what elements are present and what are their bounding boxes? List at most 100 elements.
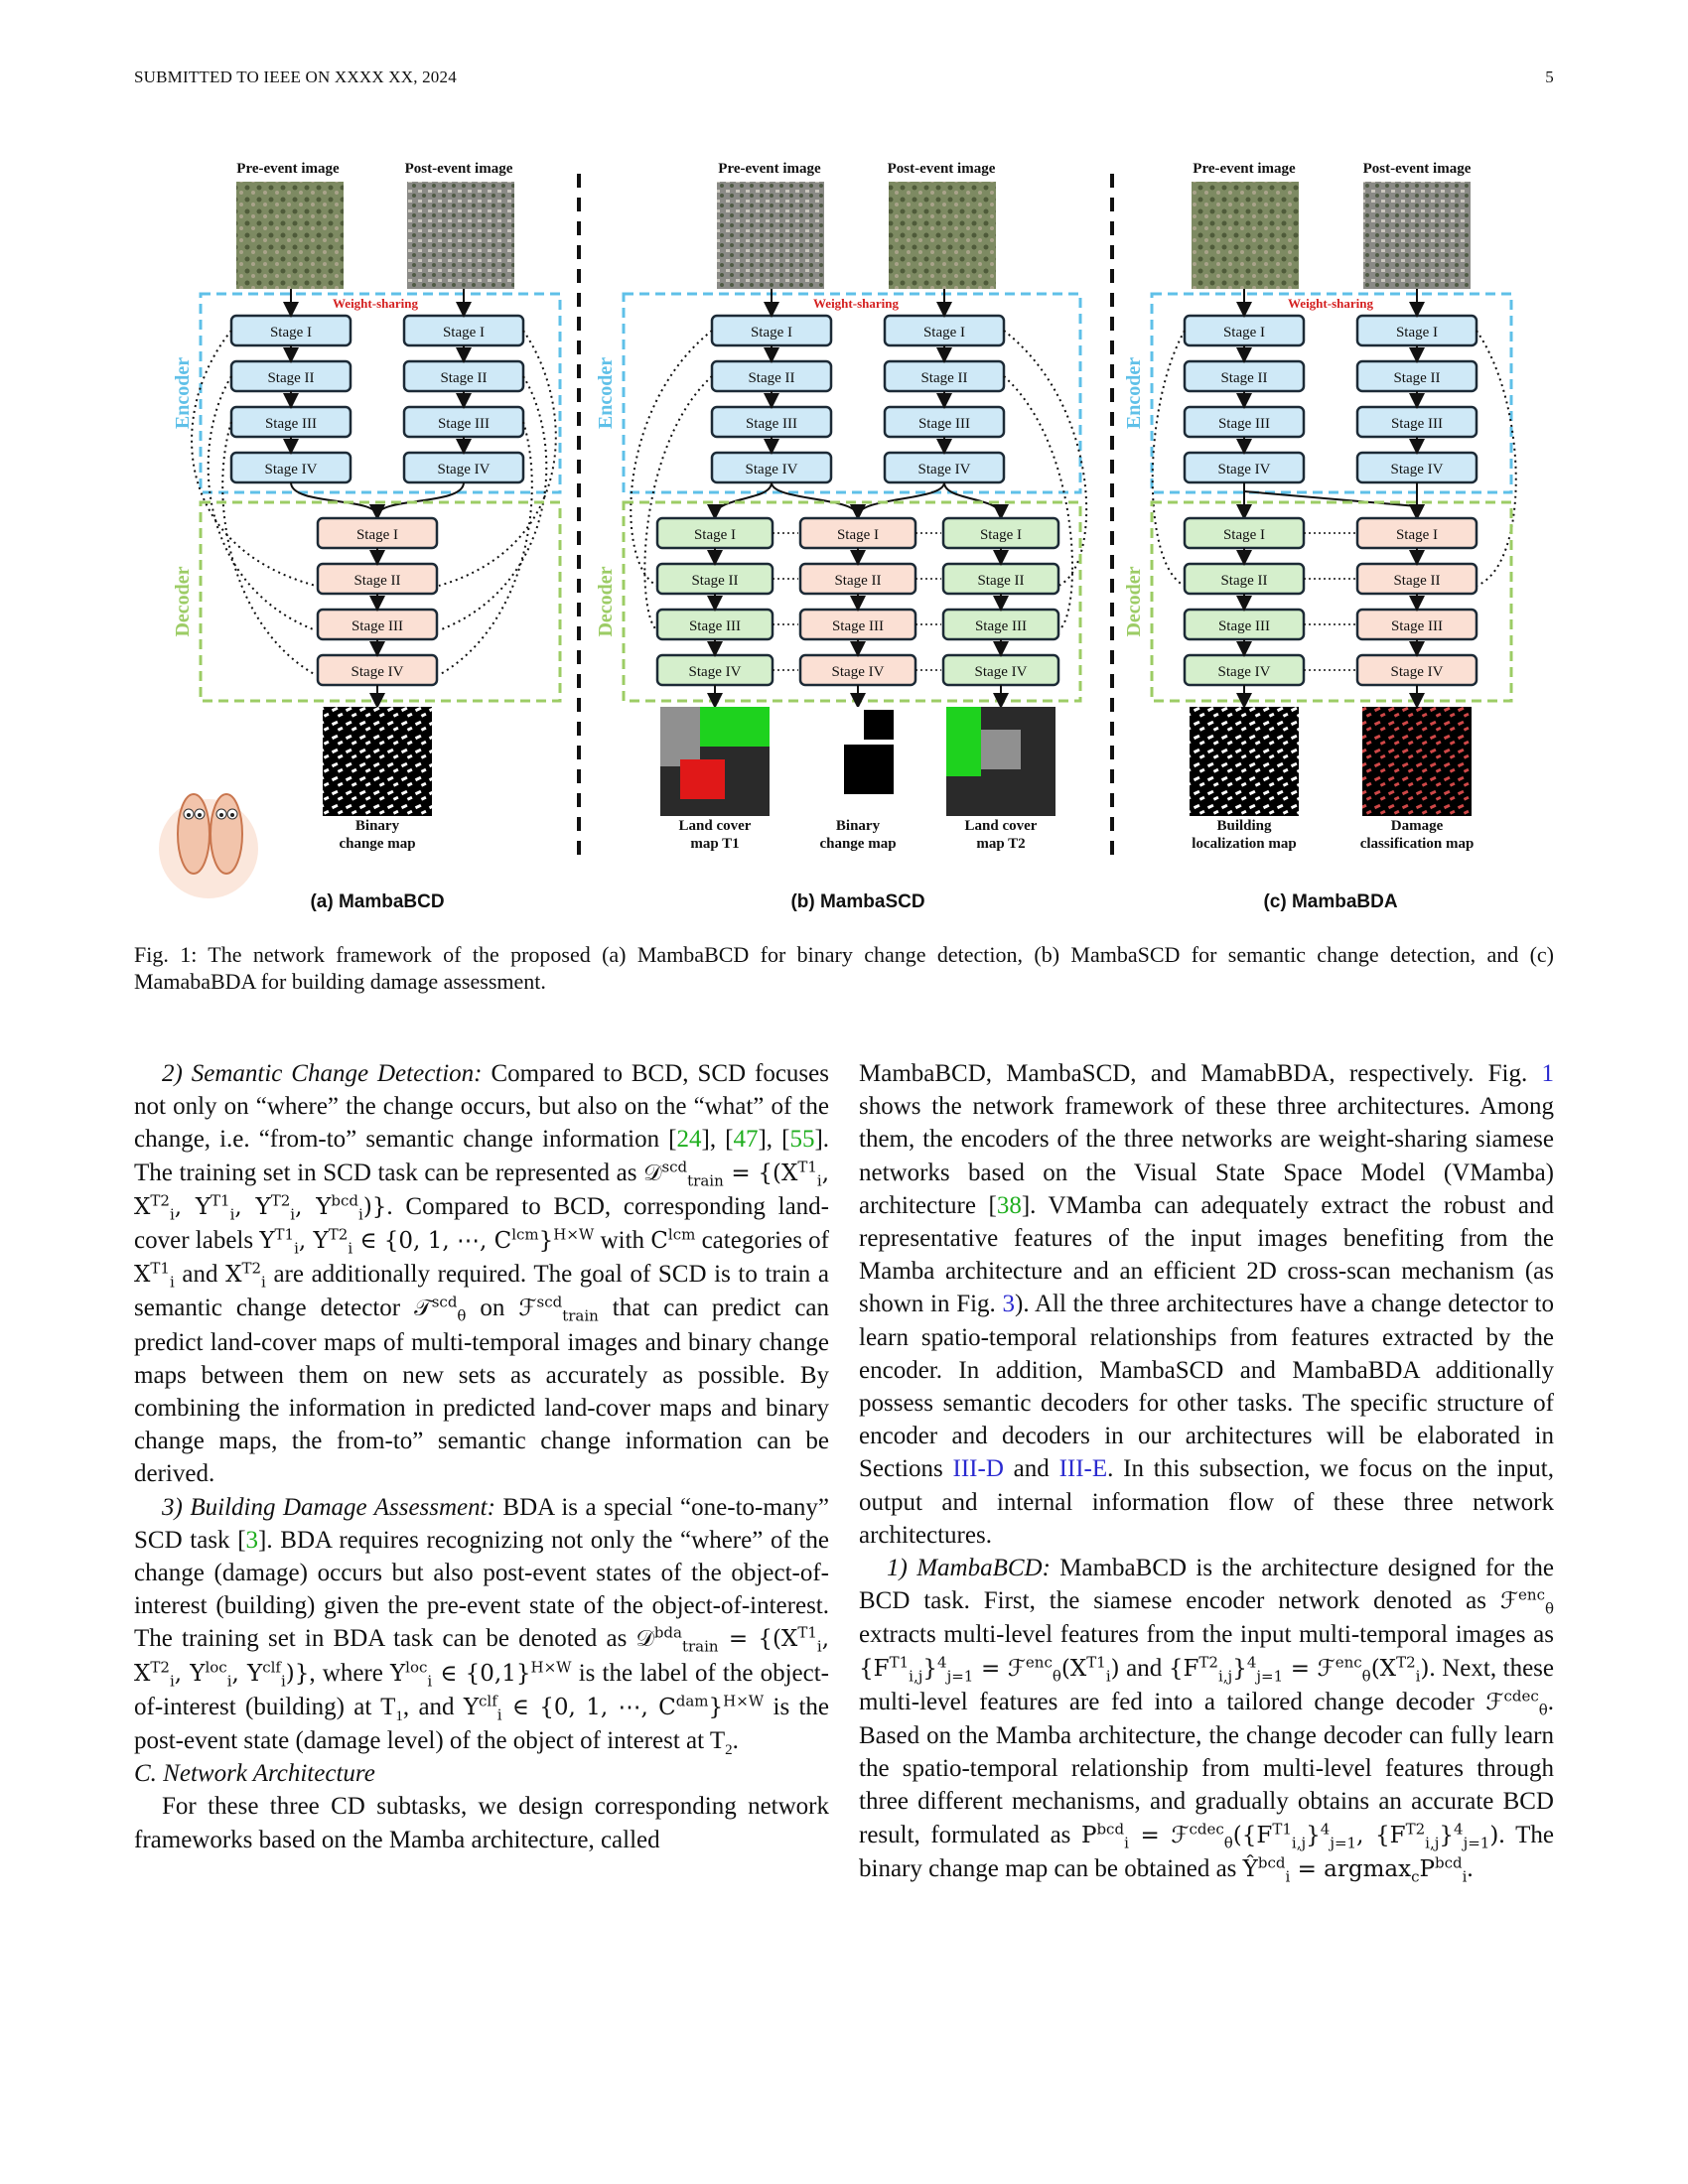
- svg-text:Stage II: Stage II: [1220, 370, 1267, 386]
- svg-text:Stage II: Stage II: [353, 573, 400, 589]
- svg-text:Stage II: Stage II: [1220, 573, 1267, 589]
- svg-text:Post-event image: Post-event image: [888, 161, 996, 177]
- svg-text:change map: change map: [339, 836, 415, 852]
- svg-text:Stage II: Stage II: [1393, 370, 1440, 386]
- svg-text:Stage I: Stage I: [1223, 325, 1265, 341]
- svg-text:Stage IV: Stage IV: [918, 462, 971, 478]
- citation[interactable]: 47: [733, 1126, 759, 1154]
- svg-text:Stage IV: Stage IV: [1391, 462, 1444, 478]
- decoder-frame: [1150, 500, 1513, 703]
- math-dataset-bda: 𝒟bdatrain = {(XT1i, XT2i, Yloci, Yclfi)}: [134, 1623, 829, 1691]
- svg-text:Stage III: Stage III: [1391, 416, 1443, 432]
- svg-text:Pre-event image: Pre-event image: [718, 161, 821, 177]
- decoder-label: Decoder: [172, 566, 194, 636]
- svg-text:Stage IV: Stage IV: [975, 664, 1028, 680]
- svg-text:Stage III: Stage III: [265, 416, 317, 432]
- svg-text:Stage III: Stage III: [689, 618, 741, 634]
- weight-sharing-label: Weight-sharing: [333, 296, 418, 311]
- damage-classification-map: [1362, 707, 1472, 816]
- svg-text:Stage I: Stage I: [270, 325, 312, 341]
- figure-caption: Fig. 1: The network framework of the pro…: [134, 942, 1554, 994]
- citation[interactable]: 24: [676, 1126, 702, 1154]
- svg-text:Stage III: Stage III: [746, 416, 797, 432]
- svg-text:Stage IV: Stage IV: [438, 462, 491, 478]
- encoder-frame: [622, 292, 1082, 494]
- svg-text:Stage IV: Stage IV: [832, 664, 885, 680]
- svg-text:Stage II: Stage II: [977, 573, 1024, 589]
- svg-text:Stage I: Stage I: [694, 527, 736, 543]
- pre-event-image: [717, 182, 824, 289]
- svg-text:Post-event image: Post-event image: [1363, 161, 1472, 177]
- figure-link[interactable]: 1: [1541, 1060, 1555, 1087]
- header-journal: SUBMITTED TO IEEE ON XXXX XX, 2024: [134, 68, 457, 86]
- svg-text:map T2: map T2: [976, 836, 1025, 852]
- page-number: 5: [1545, 68, 1554, 86]
- post-event-image: [1363, 182, 1471, 289]
- citation[interactable]: 38: [996, 1191, 1022, 1219]
- svg-text:Stage II: Stage II: [440, 370, 487, 386]
- svg-text:Stage III: Stage III: [975, 618, 1027, 634]
- svg-text:Building: Building: [1216, 818, 1272, 834]
- svg-text:Stage IV: Stage IV: [265, 462, 318, 478]
- encoder-label: Encoder: [172, 357, 194, 429]
- post-event-label: Post-event image: [405, 161, 513, 177]
- svg-text:Stage III: Stage III: [352, 618, 403, 634]
- paragraph-bda: 3) Building Damage Assessment: BDA is a …: [134, 1493, 830, 1759]
- svg-text:Stage I: Stage I: [1223, 527, 1265, 543]
- panel-a: Pre-event image Post-event image Encoder…: [159, 161, 562, 912]
- svg-text:Stage IV: Stage IV: [746, 462, 798, 478]
- svg-text:Encoder: Encoder: [1123, 357, 1145, 429]
- svg-text:Decoder: Decoder: [595, 566, 617, 636]
- encoder-stages-right: Stage I Stage II Stage III Stage IV: [402, 314, 525, 484]
- panel-a-title: (a) MambaBCD: [310, 891, 444, 912]
- svg-text:Stage I: Stage I: [751, 325, 792, 341]
- svg-text:Decoder: Decoder: [1123, 566, 1145, 636]
- paragraph-architecture: For these three CD subtasks, we design c…: [134, 1793, 829, 1853]
- left-column: 2) Semantic Change Detection: Compared t…: [134, 1057, 829, 1856]
- svg-text:Stage IV: Stage IV: [1218, 462, 1271, 478]
- svg-text:Damage: Damage: [1391, 818, 1444, 834]
- land-cover-map-t2: [946, 707, 1055, 816]
- svg-text:Land cover: Land cover: [965, 818, 1038, 834]
- panel-c-title: (c) MambaBDA: [1263, 891, 1397, 912]
- figure-1: Pre-event image Post-event image Encoder…: [149, 149, 1539, 923]
- pre-event-image: [236, 182, 344, 289]
- svg-text:Stage III: Stage III: [832, 618, 884, 634]
- svg-text:Stage III: Stage III: [1218, 618, 1270, 634]
- svg-text:Land cover: Land cover: [679, 818, 752, 834]
- section-link[interactable]: III-E: [1058, 1455, 1108, 1483]
- svg-text:Pre-event image: Pre-event image: [1193, 161, 1296, 177]
- post-event-image: [407, 182, 514, 289]
- svg-text:Stage IV: Stage IV: [352, 664, 404, 680]
- svg-text:Stage II: Stage II: [748, 370, 794, 386]
- binary-change-map: [323, 707, 432, 816]
- panel-b: Pre-event image Post-event image Encoder…: [595, 161, 1088, 912]
- svg-text:localization map: localization map: [1192, 836, 1296, 852]
- figure-link[interactable]: 3: [1002, 1291, 1016, 1318]
- paragraph-scd: 2) Semantic Change Detection: Compared t…: [134, 1060, 830, 1488]
- encoder-frame: [199, 292, 562, 494]
- right-column: MambaBCD, MambaSCD, and MamabBDA, respec…: [859, 1057, 1554, 1886]
- svg-text:Weight-sharing: Weight-sharing: [813, 296, 899, 311]
- svg-text:Stage II: Stage II: [1393, 573, 1440, 589]
- mascot-illustration: [159, 793, 258, 898]
- section-link[interactable]: III-D: [952, 1455, 1004, 1483]
- citation[interactable]: 55: [789, 1126, 815, 1154]
- svg-text:Stage III: Stage III: [1391, 618, 1443, 634]
- svg-text:Stage I: Stage I: [980, 527, 1022, 543]
- framework-diagram: Pre-event image Post-event image Encoder…: [159, 161, 1517, 912]
- citation[interactable]: 3: [245, 1526, 259, 1554]
- running-header: SUBMITTED TO IEEE ON XXXX XX, 2024 5: [134, 68, 1554, 91]
- svg-text:map T1: map T1: [690, 836, 739, 852]
- svg-text:change map: change map: [819, 836, 896, 852]
- svg-text:Stage III: Stage III: [438, 416, 490, 432]
- svg-text:Stage I: Stage I: [1396, 325, 1438, 341]
- paragraph-overview: MambaBCD, MambaSCD, and MamabBDA, respec…: [859, 1060, 1555, 1549]
- svg-text:Weight-sharing: Weight-sharing: [1288, 296, 1373, 311]
- panel-b-title: (b) MambaSCD: [790, 891, 924, 912]
- land-cover-map-t1: [660, 707, 770, 816]
- svg-text:Stage III: Stage III: [918, 416, 970, 432]
- svg-text:Stage I: Stage I: [443, 325, 485, 341]
- svg-text:Stage IV: Stage IV: [1391, 664, 1444, 680]
- svg-text:Stage II: Stage II: [834, 573, 881, 589]
